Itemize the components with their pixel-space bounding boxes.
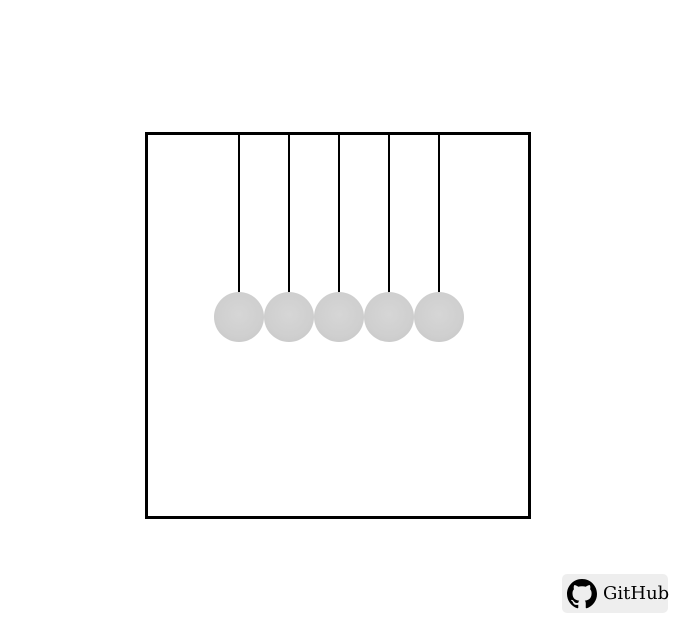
pendulum-string bbox=[438, 135, 440, 293]
pendulum-string bbox=[288, 135, 290, 293]
pendulum-1[interactable] bbox=[214, 135, 264, 346]
newtons-cradle-frame bbox=[145, 132, 531, 519]
pendulum-ball[interactable] bbox=[264, 292, 314, 342]
pendulum-string bbox=[238, 135, 240, 293]
github-icon bbox=[567, 578, 597, 609]
pendulum-string bbox=[338, 135, 340, 293]
github-label: GitHub bbox=[603, 582, 670, 604]
pendulum-ball[interactable] bbox=[414, 292, 464, 342]
pendulum-ball[interactable] bbox=[214, 292, 264, 342]
pendulum-4[interactable] bbox=[364, 135, 414, 346]
pendulum-ball[interactable] bbox=[364, 292, 414, 342]
github-link-button[interactable]: GitHub bbox=[562, 574, 670, 613]
pendulum-string bbox=[388, 135, 390, 293]
pendulum-3[interactable] bbox=[314, 135, 364, 346]
pendulum-ball[interactable] bbox=[314, 292, 364, 342]
pendulum-5[interactable] bbox=[414, 135, 464, 346]
pendulum-2[interactable] bbox=[264, 135, 314, 346]
